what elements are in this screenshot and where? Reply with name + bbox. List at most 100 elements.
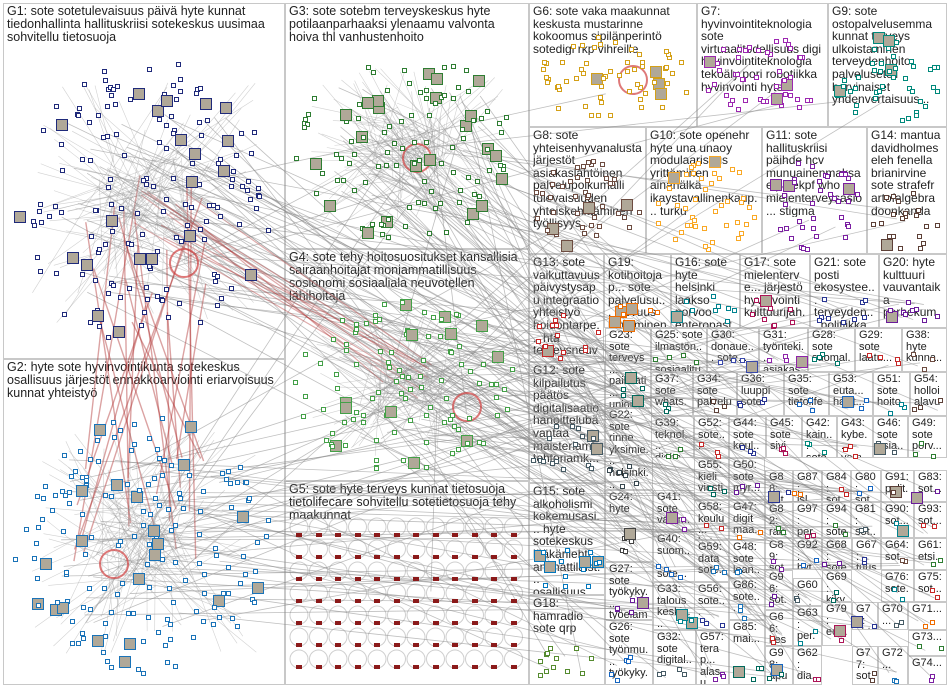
group-panel-g13: G13: sote vaikuttavuus päivystysapu inte…: [529, 254, 604, 362]
group-panel-g69: G69: kiky...: [822, 570, 852, 602]
group-label-g58: G58: koulu... hyte...: [698, 502, 725, 539]
group-panel-g88: G88: sot...: [765, 470, 793, 502]
group-panel-g79: G79: edu...: [822, 602, 852, 646]
group-panel-g50: G50: sote myr...: [729, 458, 765, 500]
group-panel-g36: G36: luuppi sote: [737, 372, 784, 416]
group-panel-g24: G24: hyte: [605, 490, 653, 562]
group-label-g27: G27: sote työkyky... työelam...: [609, 564, 648, 620]
group-label-g49: G49: sote porv...: [912, 418, 942, 453]
group-label-g16: G16: sote hyte helsinki laakso porvoo en…: [675, 256, 732, 328]
group-label-g33: G33: talous keskis...: [657, 584, 691, 630]
group-label-g86: G86: sote...: [733, 580, 760, 615]
group-panel-g68: G68: sote...: [822, 538, 852, 570]
group-panel-g26: G26: sote työnmu... työkyky...: [605, 620, 653, 685]
group-panel-g93: G93: sot...: [914, 502, 947, 538]
group-panel-g57: G57: terap... alasu...: [696, 630, 729, 685]
group-panel-g62: G62: dia...: [793, 646, 822, 685]
group-panel-g81: G81: sot...: [851, 502, 881, 538]
group-panel-g47: G47: digit maa...: [729, 500, 765, 540]
group-label-g75: G75: sot...: [918, 572, 942, 595]
group-panel-g87: G87: isl...: [793, 470, 822, 502]
group-panel-g28: G28: sote suomal...: [808, 328, 855, 372]
group-panel-g58: G58: koulu... hyte...: [694, 500, 729, 540]
group-label-g39: G39: teknol... digita...: [655, 418, 688, 458]
group-panel-g52: G52: sote...: [694, 416, 729, 458]
group-panel-g51: G51: sote hoito...: [873, 372, 910, 416]
group-panel-g78: G78: yht...: [852, 602, 878, 630]
group-panel-g5: G5: sote hyte terveys kunnat tietosuoja …: [285, 481, 529, 685]
group-panel-g21: G21: sote posti ekosystee... terveyden..…: [810, 254, 879, 328]
group-label-g35: G35: sote tietolife...: [788, 374, 823, 416]
group-panel-g60: G60: sot...: [793, 578, 822, 606]
group-panel-g73: G73...: [908, 630, 947, 656]
group-panel-g30: G30: donaue... sote...: [707, 328, 759, 372]
group-label-g9: G9: sote ostopalvelusemma kunnat terveys…: [832, 5, 933, 106]
group-panel-g80: G80: sot...: [851, 470, 881, 502]
group-label-g13: G13: sote vaikuttavuus päivystysapu inte…: [533, 256, 600, 361]
group-panel-g74: G74...: [908, 656, 947, 685]
group-label-g52: G52: sote...: [698, 418, 725, 453]
group-panel-g94: G94: sote...: [822, 502, 851, 538]
group-label-g60: G60: sot...: [797, 580, 818, 605]
group-panel-g86: G86: sote...: [729, 578, 765, 620]
group-label-g74: G74...: [912, 658, 942, 669]
group-panel-g44: G44: sote koul...: [729, 416, 766, 458]
group-panel-g1: G1: sote sotetulevaisuus päivä hyte kunn…: [3, 3, 285, 359]
group-label-g79: G79: edu...: [826, 604, 848, 646]
group-label-g31: G31: työnteki... asiakas...: [763, 330, 804, 372]
group-panel-g34: G34: sote palvelu...: [693, 372, 737, 416]
group-label-g45: G45: sote sivi: [770, 418, 794, 453]
group-label-g12: G12: sote kilpailutus päätös digitalisaa…: [533, 364, 600, 465]
group-panel-g66: G66: kes...: [765, 610, 793, 646]
group-panel-g54: G54: holloi alavu...: [910, 372, 947, 416]
group-label-g8: G8: sote yhteisenhyvanalusta järjestöt a…: [533, 129, 642, 230]
group-label-g41: G41: sote vamm...: [657, 492, 690, 532]
group-label-g46: G46: sote asia...: [877, 418, 904, 458]
group-label-g1: G1: sote sotetulevaisuus päivä hyte kunn…: [7, 5, 265, 44]
group-label-g64: G64: sot...: [885, 540, 909, 563]
group-label-g3: G3: sote sotebm terveyskeskus hyte potil…: [289, 5, 495, 44]
group-label-g61: G61: etsi...: [918, 540, 942, 570]
group-panel-g38: G38: hyte kunna...: [902, 328, 947, 372]
group-panel-g48: G48: sote lean...: [729, 540, 765, 578]
group-panel-g61: G61: etsi...: [914, 538, 947, 570]
group-panel-g67: G67: tuus...: [852, 538, 881, 570]
group-panel-g8: G8: sote yhteisenhyvanalusta järjestöt a…: [529, 127, 646, 254]
group-panel-g3: G3: sote sotebm terveyskeskus hyte potil…: [285, 3, 529, 249]
group-label-g80: G80: sot...: [855, 472, 876, 502]
group-panel-g32: G32: sote digital...: [653, 630, 696, 685]
group-label-g30: G30: donaue... sote...: [711, 330, 754, 365]
group-label-g53: G53: euta... hallit...: [833, 374, 865, 409]
group-label-g2: G2: hyte sote hyvinvointikunta sotekesku…: [7, 361, 274, 400]
group-panel-g15: G15: sote alkoholismi kokemusasi... hyte…: [529, 483, 605, 595]
group-panel-g89: G89: sot...: [765, 538, 793, 570]
group-label-g37: G37: sote whats...: [655, 374, 687, 416]
group-label-g81: G81: sot...: [855, 504, 876, 538]
group-panel-g12: G12: sote kilpailutus päätös digitalisaa…: [529, 362, 605, 483]
group-panel-g83: G83: sot...: [914, 470, 947, 502]
group-label-g23: G23: sote terveys... paikkati... unioulu…: [609, 330, 647, 408]
group-panel-g17: G17: sote mielenterve... järjestö hyvinv…: [740, 254, 810, 328]
group-label-g17: G17: sote mielenterve... järjestö hyvinv…: [744, 256, 806, 328]
group-panel-g97: G97: per...: [793, 502, 822, 538]
group-panel-g90: G90: sot...: [881, 502, 914, 538]
group-label-g54: G54: holloi alavu...: [914, 374, 941, 416]
group-panel-g43: G43: kybe... vamm...: [837, 416, 873, 458]
group-label-g97: G97: per...: [797, 504, 818, 538]
group-panel-g92: G92: hyt...: [793, 538, 822, 570]
group-panel-g72: G72...: [878, 646, 908, 685]
group-label-g96: G96: sot...: [769, 572, 787, 609]
group-panel-g27: G27: sote työkyky... työelam...: [605, 562, 653, 620]
group-panel-g41: G41: sote vamm...: [653, 490, 696, 532]
group-panel-g2: G2: hyte sote hyvinvointikunta sotekesku…: [3, 359, 285, 685]
group-label-g82: G82: rak...: [769, 504, 788, 538]
group-panel-g98: G98: apu...: [765, 646, 793, 685]
group-panel-g55: G55: kieli viesti...: [694, 458, 729, 500]
group-label-g63: G63: per...: [797, 608, 818, 645]
group-panel-g31: G31: työnteki... asiakas...: [759, 328, 808, 372]
group-label-g51: G51: sote hoito...: [877, 374, 904, 416]
group-label-g91: G91: polit...: [885, 472, 909, 502]
group-label-g50: G50: sote myr...: [733, 460, 760, 495]
group-label-g4: G4: sote tehy hoitosuositukset kansallis…: [289, 251, 518, 303]
